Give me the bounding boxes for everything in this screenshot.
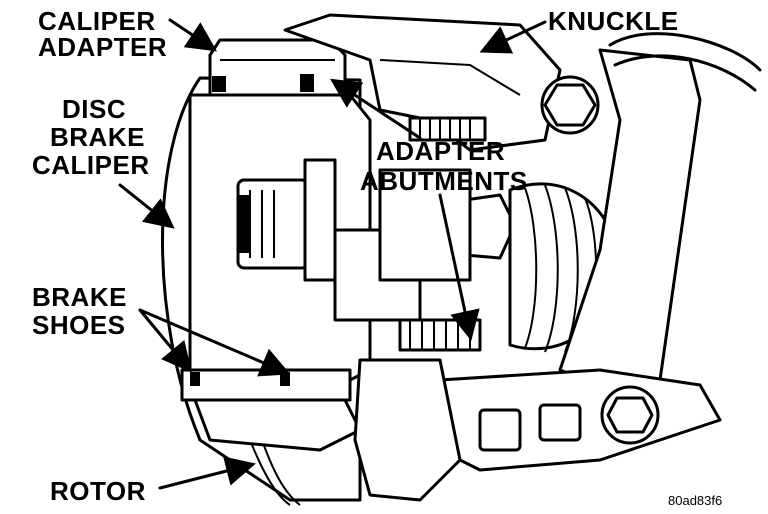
caliper-bridge [303, 158, 337, 282]
label-knuckle: KNUCKLE [548, 6, 679, 36]
rotor-edge-2 [261, 439, 301, 506]
caliper-adapter-body [208, 38, 347, 97]
strut-top-curve [608, 32, 762, 72]
label-brake-shoes-2: SHOES [32, 310, 126, 340]
abutment-stud-upper [408, 116, 487, 142]
leader-adapter-abutments-1 [329, 78, 422, 140]
leader-knuckle [479, 20, 547, 54]
label-adapter-abutments-1: ADAPTER [376, 136, 505, 166]
label-caliper-adapter-2: ADAPTER [38, 32, 167, 62]
label-brake-shoes-1: BRAKE [32, 282, 127, 312]
caliper-bottom [193, 398, 362, 452]
adapter-slot [212, 76, 226, 92]
label-rotor: ROTOR [50, 476, 146, 506]
shoe-tab [190, 372, 200, 386]
label-caliper-adapter-1: CALIPER [38, 6, 156, 36]
adapter-slot-2 [300, 74, 314, 92]
leader-lines [118, 18, 547, 490]
rotor-edge [249, 439, 291, 506]
tie-rod-boss-2 [538, 403, 582, 442]
knuckle-web [379, 59, 521, 96]
leader-rotor [158, 456, 256, 490]
bolt-head [543, 83, 597, 127]
tie-rod-boss [478, 408, 522, 452]
shoe-tab-2 [280, 372, 290, 386]
leader-brake-shoes-1 [138, 308, 192, 373]
leader-disc-brake-caliper [118, 183, 175, 229]
leader-brake-shoes-2 [138, 308, 291, 377]
leader-caliper-adapter [168, 18, 217, 52]
leader-adapter-abutments-2 [438, 193, 480, 341]
label-adapter-abutments-2: ABUTMENTS [360, 166, 528, 196]
piston-face [238, 195, 250, 253]
label-disc-3: CALIPER [32, 150, 150, 180]
label-disc-2: BRAKE [50, 122, 145, 152]
brake-illustration [161, 13, 762, 506]
label-disc-1: DISC [62, 94, 126, 124]
knuckle-lower-stem [353, 358, 462, 502]
lower-bolt-head [606, 396, 654, 434]
callout-labels: CALIPER ADAPTER DISC BRAKE CALIPER BRAKE… [32, 6, 722, 508]
strut-top-curve-2 [613, 54, 757, 92]
figure-reference: 80ad83f6 [668, 493, 722, 508]
brake-shoe-lower [180, 368, 352, 402]
